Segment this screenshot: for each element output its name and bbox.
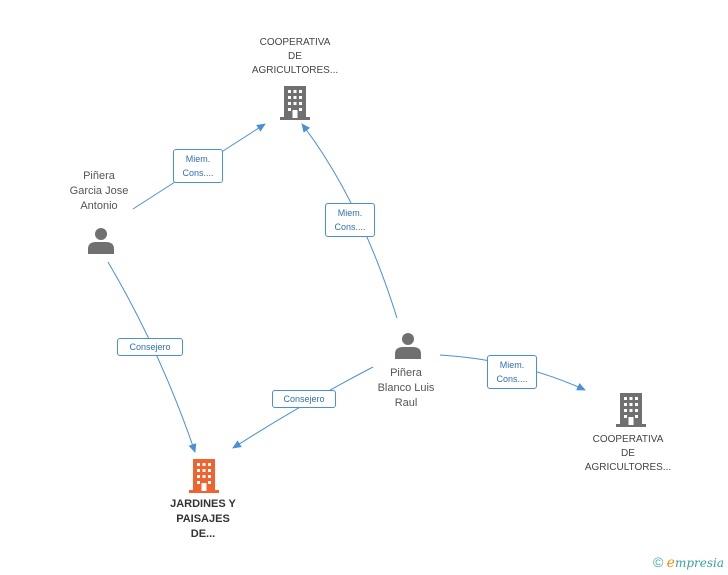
edge-label-blanco-coop-top[interactable]: Miem. Cons.... bbox=[325, 203, 375, 237]
pinera-garcia-line-3: Antonio bbox=[80, 200, 118, 212]
edge-label-garcia-jardines[interactable]: Consejero bbox=[117, 338, 183, 356]
coop-right-line-3: AGRICULTORES... bbox=[584, 462, 672, 473]
building-icon[interactable] bbox=[189, 459, 219, 498]
node-label-pinera-blanco[interactable]: Piñera Blanco Luis Raul bbox=[361, 366, 451, 411]
node-label-coop-top[interactable]: COOPERATIVA DE AGRICULTORES... bbox=[230, 36, 360, 78]
edge-label-garcia-coop[interactable]: Miem. Cons.... bbox=[173, 149, 223, 183]
person-icon[interactable] bbox=[87, 226, 115, 259]
pinera-garcia-line-1: Piñera bbox=[83, 170, 115, 182]
person-icon[interactable] bbox=[394, 331, 422, 364]
coop-top-line-1: COOPERATIVA bbox=[259, 37, 331, 48]
brand-initial: e bbox=[666, 555, 675, 571]
node-label-jardines[interactable]: JARDINES Y PAISAJES DE... bbox=[150, 497, 256, 542]
edge-label-line: Consejero bbox=[129, 342, 171, 352]
edge-label-blanco-jardines[interactable]: Consejero bbox=[272, 390, 336, 408]
empresia-logo[interactable]: © empresia bbox=[653, 554, 724, 571]
pinera-garcia-line-2: Garcia Jose bbox=[69, 185, 129, 197]
pinera-blanco-line-1: Piñera bbox=[390, 367, 422, 379]
building-icon[interactable] bbox=[616, 393, 646, 432]
edge-label-line: Cons.... bbox=[334, 222, 366, 232]
building-icon[interactable] bbox=[280, 86, 310, 125]
jardines-line-2: PAISAJES bbox=[176, 513, 230, 525]
edge-label-blanco-coop-right[interactable]: Miem. Cons.... bbox=[487, 355, 537, 389]
edge-label-line: Consejero bbox=[283, 394, 325, 404]
edge-label-line: Cons.... bbox=[182, 168, 214, 178]
coop-top-line-3: AGRICULTORES... bbox=[251, 65, 339, 76]
jardines-line-3: DE... bbox=[190, 528, 216, 540]
coop-right-line-1: COOPERATIVA bbox=[592, 434, 664, 445]
jardines-line-1: JARDINES Y bbox=[170, 498, 236, 510]
edge-label-line: Cons.... bbox=[496, 374, 528, 384]
coop-right-line-2: DE bbox=[621, 448, 635, 459]
node-label-pinera-garcia[interactable]: Piñera Garcia Jose Antonio bbox=[54, 169, 144, 214]
copyright-symbol: © bbox=[652, 554, 664, 570]
pinera-blanco-line-2: Blanco Luis bbox=[377, 382, 435, 394]
coop-top-line-2: DE bbox=[288, 51, 302, 62]
edge-label-line: Miem. bbox=[185, 154, 211, 164]
edge-garcia-jardines bbox=[107, 261, 197, 453]
edge-label-line: Miem. bbox=[499, 360, 525, 370]
edge-label-line: Miem. bbox=[337, 208, 363, 218]
node-label-coop-right[interactable]: COOPERATIVA DE AGRICULTORES... bbox=[566, 433, 690, 475]
pinera-blanco-line-3: Raul bbox=[394, 397, 418, 409]
brand-name: mpresia bbox=[674, 556, 724, 570]
